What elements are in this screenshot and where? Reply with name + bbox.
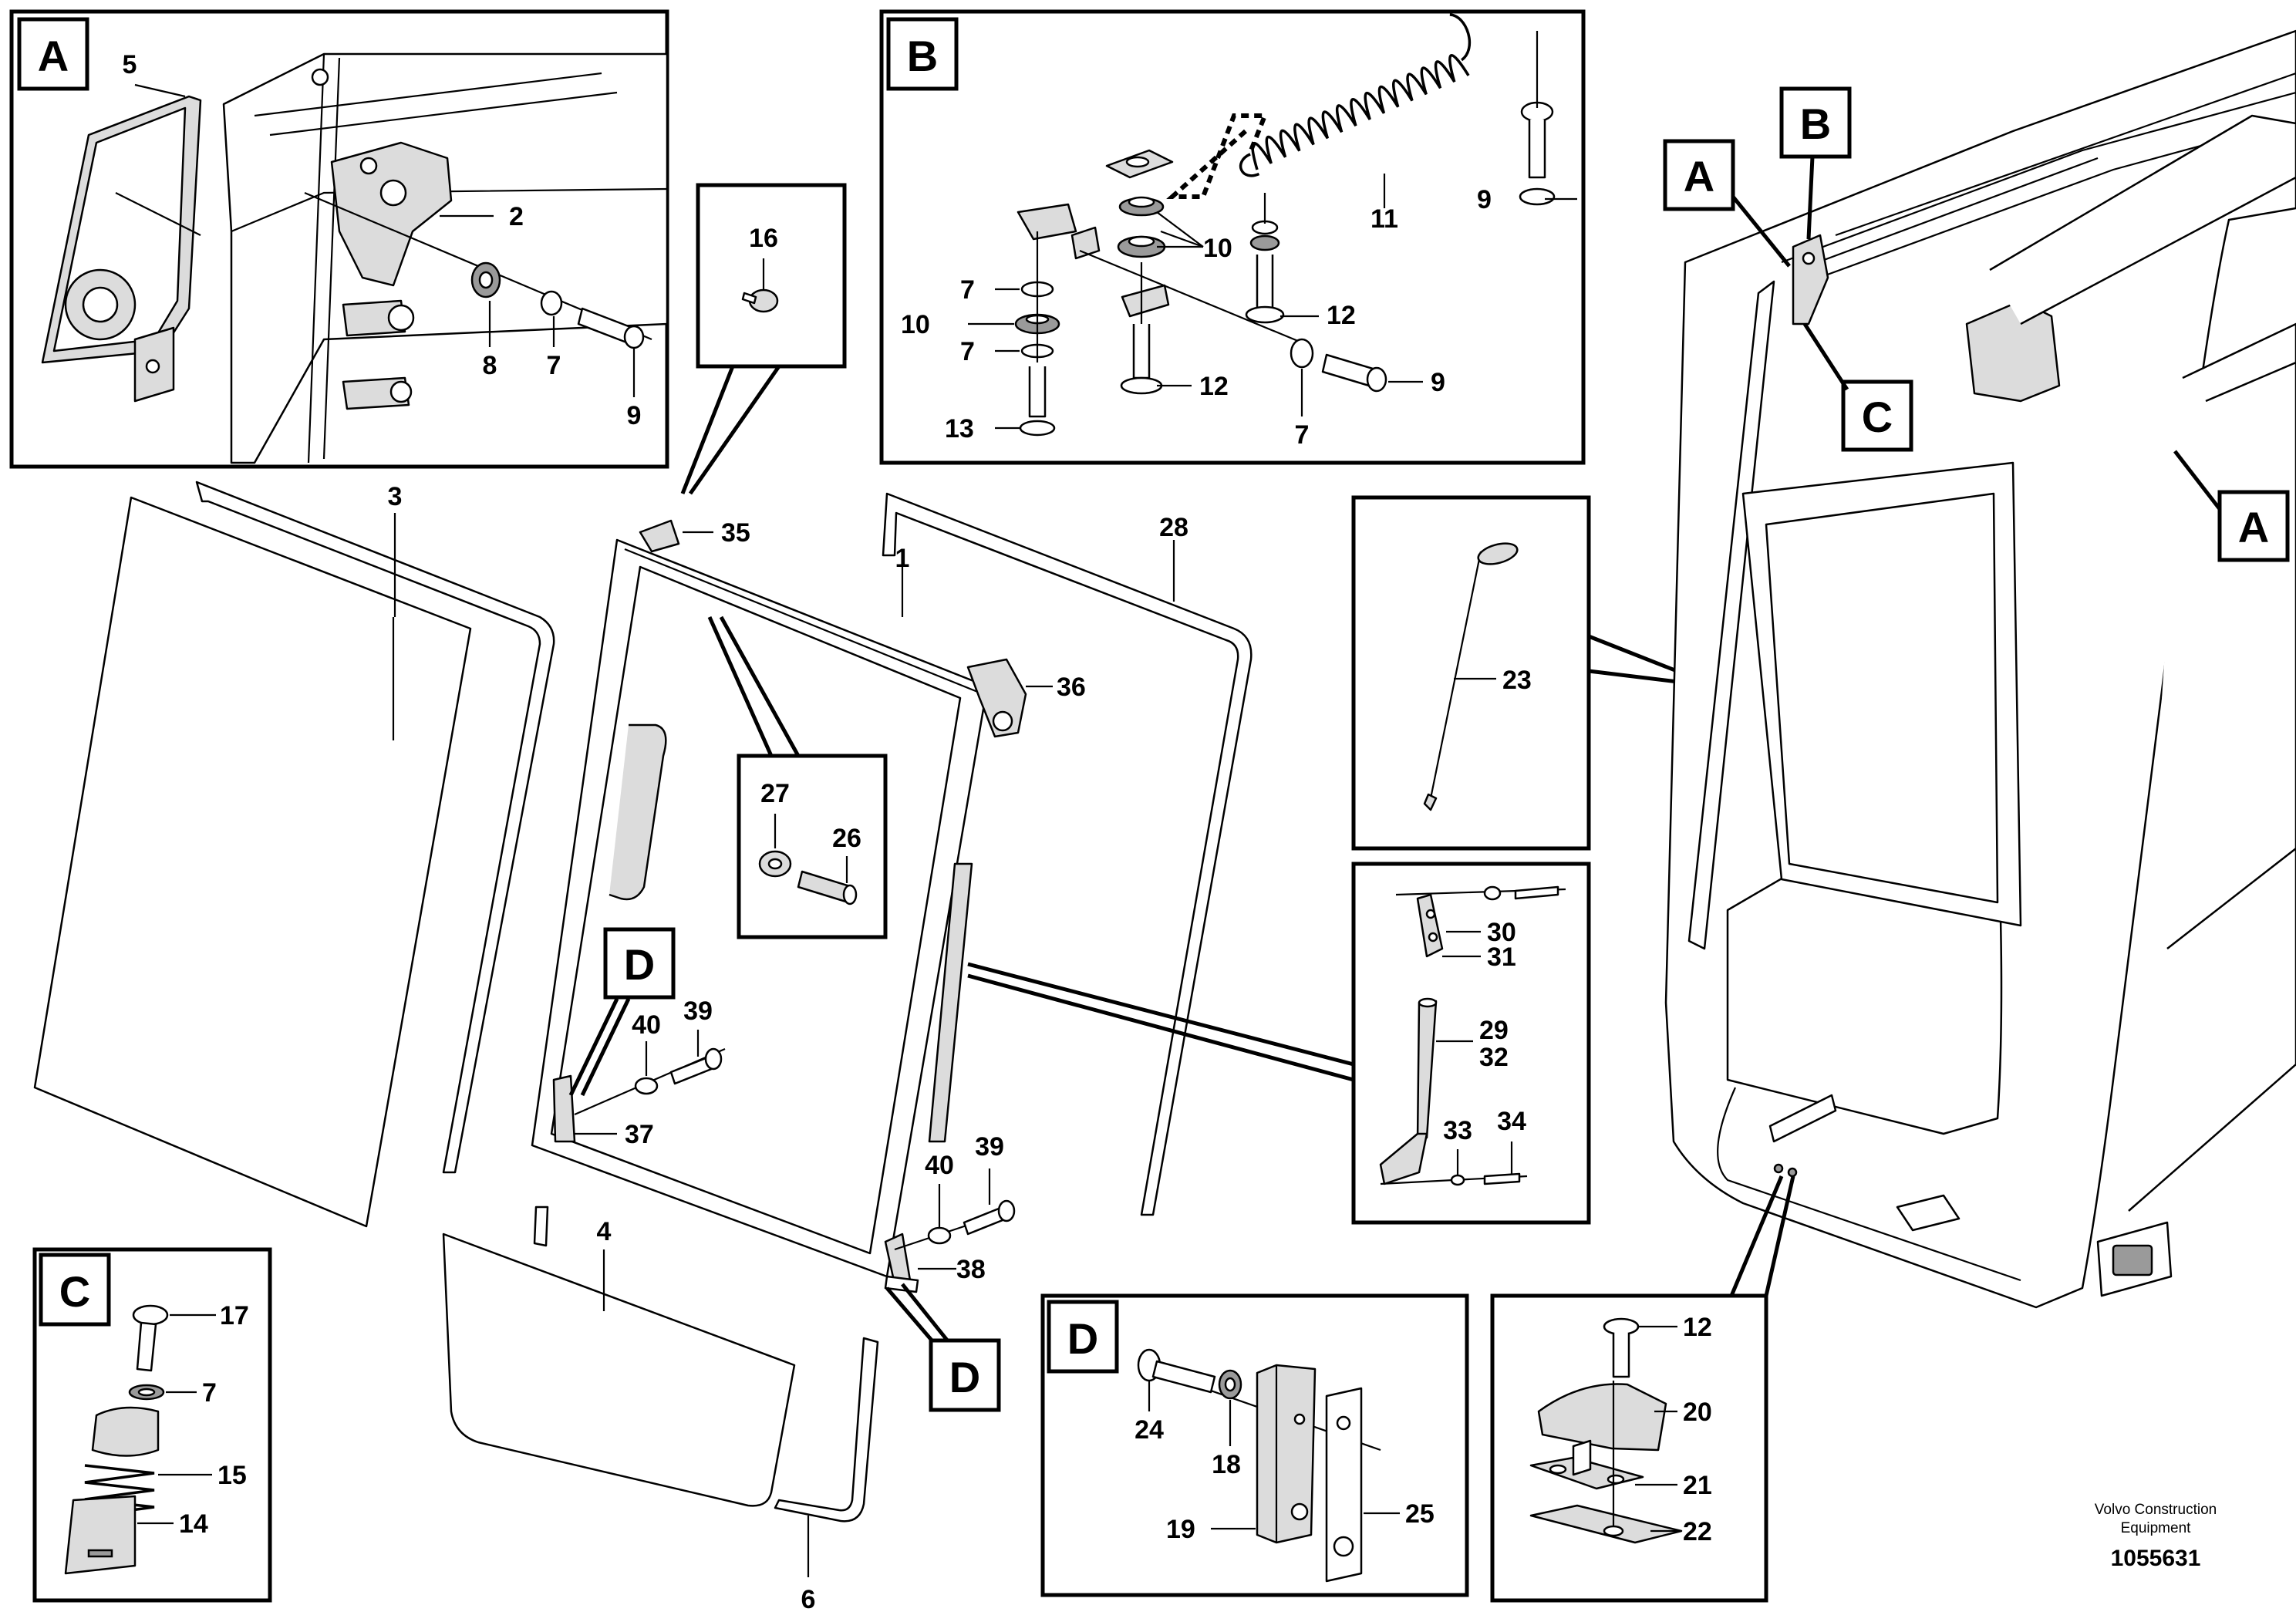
detail-tag-d-pivot-label: D (949, 1353, 980, 1401)
callout-2: 2 (509, 202, 524, 231)
callout-34: 34 (1497, 1107, 1526, 1136)
callout-15: 15 (217, 1461, 247, 1490)
callout-39-right: 39 (975, 1132, 1004, 1162)
footer-brand-line2: Equipment (2121, 1520, 2192, 1536)
cab-tag-a-left-label: A (1684, 152, 1714, 201)
callout-5: 5 (123, 50, 137, 79)
callout-22: 22 (1683, 1517, 1712, 1546)
detail-c-panel: C 17 7 15 14 (32, 1247, 272, 1603)
callout-40-left: 40 (632, 1010, 661, 1040)
detail-tag-b (886, 17, 959, 91)
detail-23-box: 23 (1351, 495, 1717, 851)
hinge-screw-left: D 40 39 (568, 927, 726, 1116)
callout-33: 33 (1443, 1116, 1472, 1145)
callout-c-7: 7 (202, 1378, 217, 1408)
callout-25: 25 (1405, 1499, 1435, 1529)
callout-19: 19 (1166, 1515, 1195, 1544)
detail-tag-a (17, 17, 89, 91)
callout-b-10-right: 10 (1203, 234, 1232, 263)
cab-tag-b-label: B (1800, 99, 1831, 148)
callout-6: 6 (801, 1585, 816, 1614)
callout-31: 31 (1487, 943, 1516, 972)
detail-tag-c-label: C (59, 1267, 90, 1316)
callout-40-right: 40 (925, 1151, 954, 1180)
detail-26-27-box: 27 26 (707, 615, 888, 939)
callout-30: 30 (1487, 918, 1516, 947)
callout-38: 38 (956, 1255, 986, 1284)
callout-9: 9 (627, 401, 642, 430)
cab-structure: A B C A (1663, 29, 2296, 1309)
callout-20: 20 (1683, 1398, 1712, 1427)
callout-29: 29 (1479, 1016, 1509, 1045)
cab-tag-a-right (2217, 490, 2290, 562)
callout-27: 27 (760, 779, 790, 808)
callout-18: 18 (1212, 1450, 1241, 1479)
footer-brand: Volvo Construction (2095, 1502, 2217, 1518)
callout-b-7-lower: 7 (960, 337, 975, 366)
callout-b-7-right: 7 (1295, 420, 1310, 450)
callout-b-10-left: 10 (901, 310, 930, 339)
callout-37: 37 (625, 1120, 654, 1149)
callout-4: 4 (597, 1217, 612, 1246)
callout-26: 26 (832, 824, 861, 853)
detail-tag-a-label: A (38, 32, 69, 80)
detail-tag-c (39, 1253, 111, 1327)
cab-tag-c (1841, 379, 1913, 452)
detail-tag-d-door-label: D (624, 940, 655, 989)
callout-1: 1 (895, 544, 910, 573)
callout-3: 3 (388, 482, 403, 511)
detail-tag-d-pivot (929, 1338, 1001, 1412)
figure-footer: Volvo Construction Equipment 1055631 (2095, 1502, 2217, 1571)
callout-28: 28 (1159, 513, 1188, 542)
callout-17: 17 (220, 1301, 249, 1330)
detail-20-22-box: 12 20 21 22 (1490, 1175, 1795, 1603)
detail-tag-d-door (603, 927, 676, 1000)
callout-35: 35 (721, 518, 750, 548)
callout-b-12-lower: 12 (1199, 372, 1229, 401)
cab-tag-a-left (1663, 139, 1735, 211)
callout-36: 36 (1057, 673, 1086, 702)
drawing-id: 1055631 (2111, 1546, 2201, 1571)
callout-7: 7 (547, 351, 561, 380)
cab-tag-c-label: C (1862, 393, 1893, 441)
callout-32: 32 (1479, 1043, 1509, 1072)
callout-b-11: 11 (1371, 204, 1398, 234)
door-frame-1: 1 35 36 37 38 (531, 518, 1086, 1293)
detail-29-34-box: 30 31 29 32 33 34 (967, 862, 1591, 1225)
callout-39-left: 39 (683, 996, 713, 1026)
callout-21: 21 (1683, 1471, 1712, 1500)
detail-d-panel: D 24 18 19 25 (1040, 1293, 1469, 1597)
callout-24: 24 (1135, 1415, 1164, 1445)
detail-tag-d-label: D (1067, 1314, 1098, 1363)
callout-23: 23 (1502, 666, 1532, 695)
callout-b-9-top: 9 (1477, 185, 1492, 214)
seal-28: 28 (882, 492, 1253, 1216)
hinge-screw-right: 40 39 D (885, 1132, 1016, 1412)
detail-tag-d (1047, 1300, 1119, 1374)
callout-b-7-upper: 7 (960, 275, 975, 305)
glass-pane-3: 3 (33, 481, 555, 1228)
callout-b-12-upper: 12 (1327, 301, 1356, 330)
callout-8: 8 (483, 351, 497, 380)
lower-panel-4: 4 6 (442, 1206, 879, 1614)
callout-cab-12: 12 (1683, 1313, 1712, 1342)
cab-tag-a-right-label: A (2238, 503, 2269, 551)
detail-a-panel: 5 2 8 7 9 A (9, 9, 669, 469)
callout-14: 14 (179, 1509, 208, 1539)
detail-b-panel: 11 9 10 12 12 9 7 7 10 7 13 B (879, 9, 1586, 465)
detail-16-box: 16 (680, 183, 847, 495)
cab-tag-b (1779, 86, 1852, 159)
callout-16: 16 (749, 224, 778, 253)
detail-tag-b-label: B (907, 32, 938, 80)
callout-b-9-right: 9 (1431, 368, 1445, 397)
callout-b-13: 13 (945, 414, 974, 443)
